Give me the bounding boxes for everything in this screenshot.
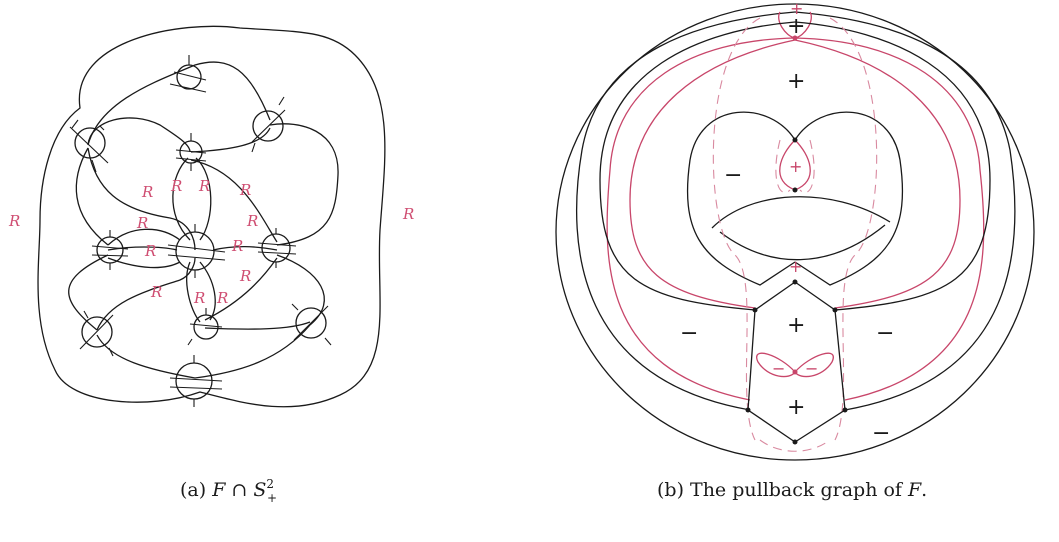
lower-loop-right xyxy=(276,254,325,326)
vertex-dot-hex-left xyxy=(752,307,758,313)
upper-loop-inner-c xyxy=(190,159,278,243)
red-sign-lower-left: − xyxy=(772,359,785,378)
heart-curve-right xyxy=(794,111,904,286)
sign-bottom-right-minus: − xyxy=(872,421,890,446)
lens-bottom xyxy=(719,224,886,261)
panel-b-diagram: + + − − − + + − + + + − − xyxy=(555,0,1035,461)
black-inner-curve-right xyxy=(794,21,991,311)
mid-horizontal-left xyxy=(107,246,178,251)
vertex-dot-hex-lower-left xyxy=(745,407,751,413)
red-outer-curve-right xyxy=(794,37,985,401)
region-label-r2: R xyxy=(231,237,243,255)
vertex-bottom xyxy=(169,355,223,407)
dashed-red-left-outer xyxy=(712,17,761,441)
red-inner-curve-left xyxy=(629,39,796,309)
lower-loop-inner-a xyxy=(96,257,196,331)
caption-b-suffix: . xyxy=(921,479,927,501)
vertex-lower-left xyxy=(79,310,114,357)
sign-top-plus: + xyxy=(787,14,805,39)
vertex-mid-right xyxy=(257,228,297,268)
vertex-mid-left xyxy=(91,230,129,270)
red-inner-curve-right xyxy=(794,39,961,309)
region-label-l2: R xyxy=(144,242,156,260)
sign-upper-plus: + xyxy=(787,69,805,94)
region-label-r3: R xyxy=(239,267,251,285)
black-inner-curve-left xyxy=(599,21,796,311)
vertex-dot-heart xyxy=(792,137,798,143)
center-lens-left xyxy=(172,157,191,241)
sign-left-minus: − xyxy=(680,321,698,346)
caption-a-prefix: (a) xyxy=(180,479,212,501)
red-sign-top: + xyxy=(790,0,803,18)
vertex-dot-hex-lower-right xyxy=(842,407,848,413)
red-sign-mid: + xyxy=(789,257,802,276)
vertex-dot-hex-top xyxy=(792,279,798,285)
lower-loop-bottom xyxy=(96,324,311,379)
region-label-lens-r: R xyxy=(198,177,210,195)
caption-a-sub: + xyxy=(267,491,277,505)
upper-mid-curve xyxy=(107,228,181,246)
outer-loop-curve xyxy=(37,25,386,408)
upper-loop-right xyxy=(269,123,339,246)
region-label-lens-l: R xyxy=(170,177,182,195)
upper-loop-inner-b xyxy=(190,127,271,153)
region-label-lens-br: R xyxy=(216,289,228,307)
vertex-top xyxy=(169,55,207,93)
upper-loop-top xyxy=(87,61,271,146)
vertex-dot-bottom xyxy=(792,439,798,445)
upper-loop-left-ext xyxy=(75,147,109,246)
region-label-outer-right: R xyxy=(402,205,414,223)
dashed-red-bottom xyxy=(759,439,831,452)
region-label-l1: R xyxy=(136,214,148,232)
black-outer-curve-right xyxy=(794,11,1016,411)
lower-loop-inner-c xyxy=(204,257,278,321)
red-outer-curve-left xyxy=(606,37,796,401)
region-label-ll: R xyxy=(150,283,162,301)
dashed-red-right-outer xyxy=(829,17,878,441)
caption-a-math: F ∩ S xyxy=(211,479,266,501)
outer-disk-boundary xyxy=(555,3,1035,461)
upper-loop-left xyxy=(87,117,191,153)
sign-heart-minus: − xyxy=(724,163,742,188)
vertex-lower-right xyxy=(291,303,332,346)
region-label-ul: R xyxy=(141,183,153,201)
sign-hex-plus: + xyxy=(787,313,805,338)
red-sign-loop: + xyxy=(789,157,802,176)
red-lower-loop-left xyxy=(756,352,796,378)
vertex-dot-loop-bottom xyxy=(792,187,798,193)
vertex-center xyxy=(167,224,226,278)
red-lower-loop-right xyxy=(794,352,834,378)
vertex-upper-center xyxy=(175,133,207,171)
lens-top xyxy=(711,196,891,229)
center-lens-right xyxy=(195,157,212,241)
caption-b-var: F xyxy=(907,479,922,501)
caption-a-sup: 2 xyxy=(266,477,274,491)
region-label-lens-bl: R xyxy=(193,289,205,307)
vertex-dot-lower-loop xyxy=(792,369,798,375)
panel-a-diagram: R R R R R R R R R R R R R R xyxy=(8,25,414,408)
caption-b-prefix: (b) The pullback graph of xyxy=(657,479,908,501)
region-label-r1: R xyxy=(246,212,258,230)
vertex-dot-top xyxy=(792,35,798,41)
caption-a: (a) F ∩ S2+ xyxy=(180,477,277,505)
lower-loop-left xyxy=(68,254,109,331)
vertex-upper-left xyxy=(69,119,109,173)
red-sign-lower-right: − xyxy=(805,359,818,378)
sign-right-minus: − xyxy=(876,321,894,346)
vertex-lower-center xyxy=(187,308,223,346)
region-label-ur: R xyxy=(239,181,251,199)
sign-lower-plus: + xyxy=(787,395,805,420)
vertex-dot-hex-right xyxy=(832,307,838,313)
caption-b: (b) The pullback graph of F. xyxy=(657,479,927,501)
upper-loop-inner-a xyxy=(87,147,196,251)
region-label-outer-left: R xyxy=(8,212,20,230)
mid-horizontal-right xyxy=(212,245,278,251)
heart-curve-left xyxy=(686,111,796,286)
lower-loop-inner-b xyxy=(204,321,311,330)
black-outer-curve-left xyxy=(575,11,796,411)
vertex-upper-right xyxy=(251,96,286,153)
